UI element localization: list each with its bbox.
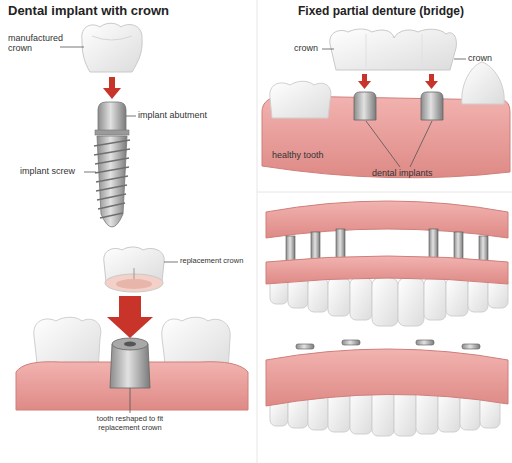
manufactured-crown (82, 23, 142, 72)
screw-thread (95, 158, 129, 164)
part-label: crown (468, 53, 492, 63)
leader-line (410, 121, 432, 167)
tooth (446, 278, 468, 316)
tooth (398, 278, 424, 326)
implant-post (454, 232, 463, 260)
screw-thread (96, 176, 128, 182)
leader-line (130, 388, 131, 413)
upper-teeth (270, 278, 508, 326)
tooth (308, 278, 328, 312)
tooth (350, 278, 372, 320)
implant-abutment (98, 102, 126, 132)
crown-shape (330, 29, 457, 70)
healthy-tooth (270, 81, 331, 118)
screw-thread (94, 140, 130, 146)
leader-line (366, 121, 400, 167)
implant-post (336, 229, 345, 259)
denture-gum (266, 256, 508, 284)
tooth (424, 278, 446, 320)
lower-denture (266, 340, 508, 436)
crown-groove (92, 36, 132, 40)
crown-cavity-inner (116, 279, 152, 289)
screw-thread (95, 167, 129, 173)
tooth (372, 278, 398, 326)
part-label: healthy tooth (272, 150, 324, 160)
panel-divider (257, 192, 512, 193)
tooth-stump (110, 344, 150, 388)
panel-divider (257, 0, 258, 463)
implant-abutment (421, 92, 443, 120)
implant-disc (462, 344, 480, 349)
screw-threads (94, 140, 130, 218)
part-label: crown (294, 43, 318, 53)
crown-seam (422, 34, 423, 68)
implant-disc (416, 340, 434, 345)
arrow-head (425, 81, 438, 89)
leader-line (126, 116, 136, 117)
stump-top (112, 338, 148, 350)
reshaped-tooth (110, 338, 150, 388)
leader-line (164, 262, 178, 263)
part-label: replacement crown (180, 257, 243, 266)
screw-thread (94, 149, 130, 155)
red-arrow (103, 77, 121, 99)
arrow-shaft (109, 77, 115, 89)
arrow-head (358, 81, 371, 89)
arrow-shaft (119, 296, 141, 318)
implant-post (429, 229, 438, 259)
leader-line (84, 172, 96, 173)
part-label: manufactured crown (8, 33, 64, 54)
leader-line (60, 47, 84, 48)
crown-post-hole (134, 268, 135, 279)
screw-thread (97, 194, 126, 200)
upper-denture (266, 201, 508, 326)
tooth (468, 278, 488, 312)
stump-hole (124, 342, 136, 347)
part-label: dental implants (372, 168, 433, 178)
implant-post (286, 236, 295, 262)
panel-title: Dental implant with crown (8, 4, 169, 19)
implant-post (479, 236, 488, 262)
tooth (328, 278, 350, 316)
lower-implants (296, 340, 480, 349)
screw-thread (98, 203, 125, 209)
arrow-shaft (429, 74, 434, 82)
crown-seam (366, 34, 367, 68)
tooth (288, 278, 308, 308)
red-arrow (358, 74, 438, 89)
bridge-crowns (330, 29, 457, 70)
implant-disc (296, 344, 314, 349)
arrow-shaft (362, 74, 367, 82)
screw-thread (100, 213, 123, 218)
implant-disc (342, 340, 360, 345)
implant-post (311, 232, 320, 260)
crown-shape (82, 23, 142, 72)
part-label: implant abutment (138, 110, 207, 120)
arrow-head (107, 317, 153, 338)
front-tooth (462, 62, 504, 104)
panel-title: Fixed partial denture (bridge) (298, 5, 464, 19)
big-red-arrow (107, 296, 153, 338)
bridge-implants (354, 92, 443, 120)
replacement-crown (104, 247, 164, 292)
part-label: implant screw (20, 166, 75, 176)
arrow-head (103, 88, 121, 99)
leader-line (454, 59, 466, 60)
implant (94, 102, 130, 227)
abutment-collar (95, 130, 129, 135)
upper-gum (266, 201, 508, 238)
implant-abutment (354, 92, 376, 120)
lower-gum (266, 349, 508, 406)
leader-line (322, 49, 334, 50)
screw-thread (96, 185, 127, 191)
part-label: tooth reshaped to fit replacement crown (78, 415, 182, 432)
